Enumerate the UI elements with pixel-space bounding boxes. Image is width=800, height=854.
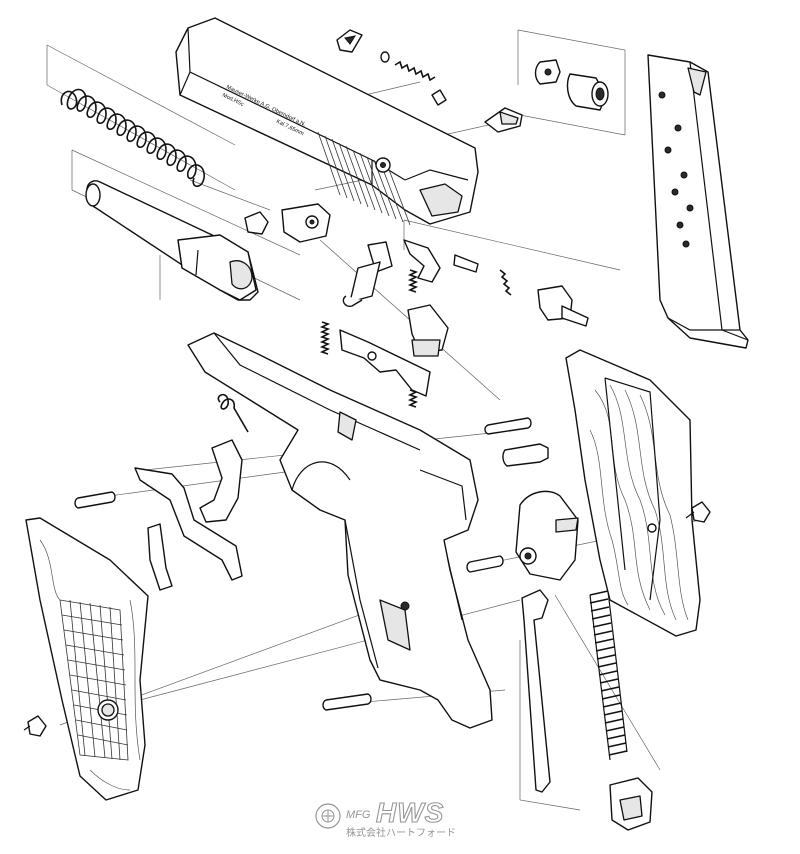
watermark-brand: HWS — [376, 797, 444, 828]
slide: Mauser-Werke A.G. Oberndorf a.N. Mod.HSc… — [175, 17, 479, 226]
left-grip-panel — [23, 517, 149, 801]
center-small-parts — [319, 239, 589, 408]
watermark: MFG HWS 株式会社ハートフォード — [315, 796, 456, 839]
buffer-parts — [534, 59, 609, 111]
mainspring — [589, 590, 653, 831]
hammer-parts — [244, 203, 331, 243]
right-grip-panel — [565, 349, 711, 637]
slide-serrations — [317, 131, 411, 226]
frame — [187, 332, 493, 729]
magazine-holes — [658, 91, 694, 248]
left-grip-wood-grain — [39, 539, 141, 791]
watermark-mfg: MFG — [346, 809, 371, 821]
magazine — [647, 54, 749, 349]
barrel — [85, 180, 259, 301]
recoil-spring — [60, 88, 205, 188]
trigger-bar — [339, 329, 431, 397]
firing-pin-parts — [336, 29, 523, 133]
safety-parts — [515, 490, 579, 793]
left-grip-checkering — [59, 599, 129, 761]
trigger-assembly — [134, 393, 249, 591]
right-grip-wood-grain — [589, 384, 689, 621]
frame-pins — [74, 417, 549, 711]
watermark-emblem-icon — [315, 803, 341, 829]
watermark-company: 株式会社ハートフォード — [346, 826, 456, 839]
